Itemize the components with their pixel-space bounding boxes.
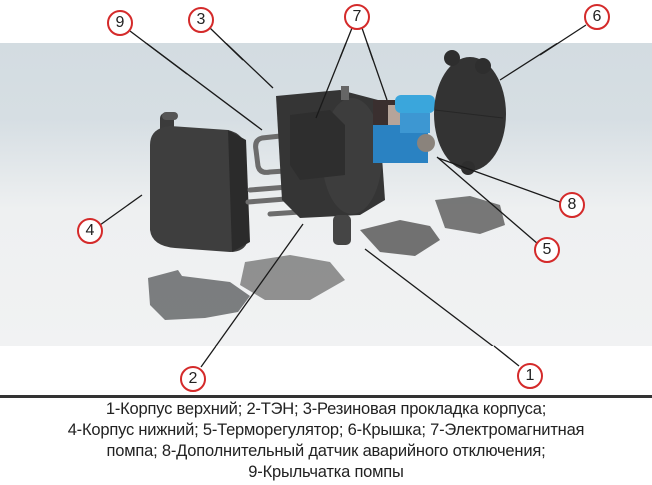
lower-body-part	[150, 112, 250, 252]
caption-divider	[0, 395, 652, 398]
cover-shadow	[435, 196, 505, 234]
caption-line: 1-Корпус верхний; 2-ТЭН; 3-Резиновая про…	[105, 400, 547, 418]
exploded-view-photo	[0, 43, 652, 346]
caption-line: помпа; 8-Дополнительный датчик аварийног…	[106, 442, 546, 460]
caption-line: 9-Крыльчатка помпы	[248, 463, 404, 481]
heater-assembly-illustration	[99, 43, 561, 346]
lower-body-shadow	[148, 270, 250, 320]
callout-7: 7	[344, 4, 370, 30]
pump-shadow	[360, 220, 440, 256]
callout-6: 6	[584, 4, 610, 30]
callout-1: 1	[517, 363, 543, 389]
electromagnetic-pump-part	[373, 95, 435, 163]
callout-2: 2	[180, 366, 206, 392]
callout-3: 3	[188, 7, 214, 33]
caption-line: 4-Корпус нижний; 5-Терморегулятор; 6-Кры…	[67, 421, 585, 439]
parts-legend-caption: 1-Корпус верхний; 2-ТЭН; 3-Резиновая про…	[0, 399, 652, 483]
upper-body-part	[276, 86, 385, 245]
callout-8: 8	[559, 192, 585, 218]
callout-5: 5	[534, 237, 560, 263]
callout-9: 9	[107, 10, 133, 36]
callout-4: 4	[77, 218, 103, 244]
cover-part	[434, 50, 506, 175]
